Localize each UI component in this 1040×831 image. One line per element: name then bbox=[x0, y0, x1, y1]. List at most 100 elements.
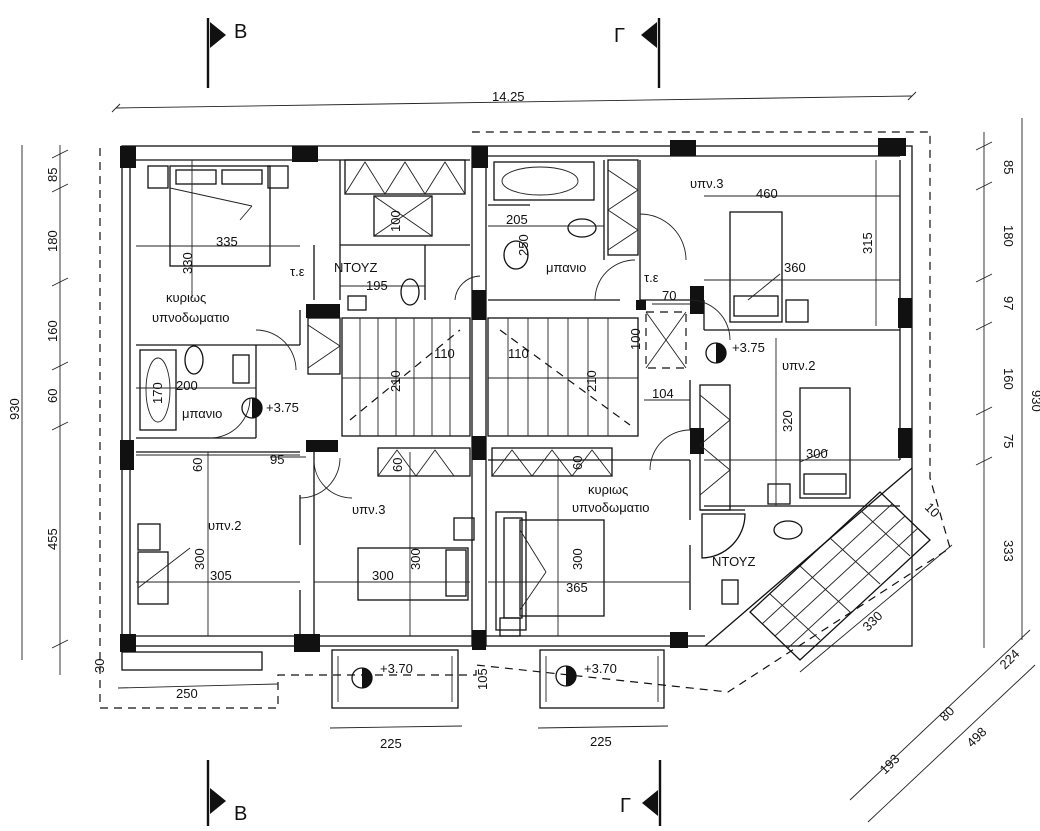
room-master-left-2: υπνοδωματιο bbox=[152, 310, 229, 325]
left-dim-85: 85 bbox=[45, 168, 60, 182]
dim-95: 95 bbox=[270, 452, 284, 467]
level-balcony-left: +3.70 bbox=[380, 661, 413, 676]
section-marker-g-bottom: Γ bbox=[620, 760, 662, 826]
left-dim-60: 60 bbox=[45, 389, 60, 403]
section-g-label-bottom: Γ bbox=[620, 795, 631, 817]
dim-300e: 300 bbox=[570, 548, 585, 570]
right-dim-85: 85 bbox=[1001, 160, 1016, 174]
dim-60c: 60 bbox=[570, 456, 585, 470]
right-total-height: 930 bbox=[1029, 390, 1040, 412]
landing-cross bbox=[645, 311, 687, 369]
diag-dim-330: 330 bbox=[860, 608, 886, 634]
room-bed2-right: υπν.2 bbox=[782, 358, 815, 373]
room-bed2-left: υπν.2 bbox=[208, 518, 241, 533]
room-bed3-right: υπν.3 bbox=[690, 176, 723, 191]
room-shower-left: ΝΤΟΥΖ bbox=[334, 260, 377, 275]
dim-110a: 110 bbox=[434, 346, 455, 361]
building-outline bbox=[99, 131, 951, 709]
right-dim-75: 75 bbox=[1001, 434, 1016, 448]
level-right: +3.75 bbox=[732, 340, 765, 355]
room-bath-right: μπανιο bbox=[546, 260, 586, 275]
dim-300a: 300 bbox=[806, 446, 828, 461]
wardrobes bbox=[307, 159, 731, 511]
overall-width-dimension: 14.25 bbox=[111, 89, 917, 113]
diag-dim-224: 224 bbox=[997, 646, 1023, 672]
dim-335: 335 bbox=[216, 234, 238, 249]
right-dim-160: 160 bbox=[1001, 368, 1016, 390]
level-markers: +3.75 +3.75 +3.70 +3.70 bbox=[241, 340, 765, 689]
dim-170: 170 bbox=[150, 382, 165, 404]
dim-460: 460 bbox=[756, 186, 778, 201]
dim-70: 70 bbox=[662, 288, 676, 303]
room-bath-left: μπανιο bbox=[182, 406, 222, 421]
right-dimension-chain: 85 180 97 160 75 333 930 bbox=[975, 118, 1040, 648]
inner-dimension-labels: 335 330 200 170 195 100 110 210 110 210 … bbox=[150, 186, 875, 595]
dim-300c: 300 bbox=[372, 568, 394, 583]
dim-105: 105 bbox=[475, 668, 490, 690]
dim-210a: 210 bbox=[388, 370, 403, 392]
dim-60a: 60 bbox=[190, 458, 205, 472]
section-b-label-bottom: B bbox=[234, 803, 247, 825]
section-marker-b-top: B bbox=[206, 18, 247, 88]
dim-305: 305 bbox=[210, 568, 232, 583]
dim-100a: 100 bbox=[388, 210, 403, 232]
left-dim-180: 180 bbox=[45, 230, 60, 252]
furniture bbox=[137, 161, 851, 637]
dim-195: 195 bbox=[366, 278, 388, 293]
diag-dim-193: 193 bbox=[877, 751, 903, 777]
inner-dimension-lines bbox=[136, 160, 900, 636]
external-steps bbox=[749, 491, 931, 661]
level-left: +3.75 bbox=[266, 400, 299, 415]
room-labels: κυριως υπνοδωματιο μπανιο ΝΤΟΥΖ τ.ε μπαν… bbox=[152, 176, 815, 569]
level-balcony-right: +3.70 bbox=[584, 661, 617, 676]
section-g-label-top: Γ bbox=[614, 25, 625, 47]
room-shower-right: ΝΤΟΥΖ bbox=[712, 554, 755, 569]
room-master-right-2: υπνοδωματιο bbox=[572, 500, 649, 515]
dim-225-left: 225 bbox=[380, 736, 402, 751]
diagonal-dimensions: 193 80 224 498 330 10 bbox=[799, 500, 1036, 823]
left-dim-30: 30 bbox=[92, 659, 107, 673]
dim-250: 250 bbox=[516, 234, 531, 256]
door-swings bbox=[209, 213, 731, 499]
interior-walls bbox=[136, 160, 900, 636]
right-dim-333: 333 bbox=[1001, 540, 1016, 562]
dim-300b: 300 bbox=[192, 548, 207, 570]
bottom-dimensions: 250 225 225 105 bbox=[117, 668, 669, 751]
overall-width-label: 14.25 bbox=[492, 89, 525, 104]
dim-300d: 300 bbox=[408, 548, 423, 570]
dim-315: 315 bbox=[860, 232, 875, 254]
balconies bbox=[121, 649, 665, 709]
dim-210b: 210 bbox=[584, 370, 599, 392]
dim-250-bottom: 250 bbox=[176, 686, 198, 701]
dim-205: 205 bbox=[506, 212, 528, 227]
dim-320: 320 bbox=[780, 410, 795, 432]
dim-365: 365 bbox=[566, 580, 588, 595]
dim-225-right: 225 bbox=[590, 734, 612, 749]
dim-330a: 330 bbox=[180, 252, 195, 274]
dim-360: 360 bbox=[784, 260, 806, 275]
dim-110b: 110 bbox=[508, 346, 529, 361]
left-dimension-chain: 930 85 180 160 60 455 30 bbox=[7, 145, 107, 675]
left-total-height: 930 bbox=[7, 398, 22, 420]
section-b-label-top: B bbox=[234, 21, 247, 43]
room-bed3-left: υπν.3 bbox=[352, 502, 385, 517]
diag-dim-10: 10 bbox=[922, 500, 943, 521]
dim-200: 200 bbox=[176, 378, 198, 393]
room-master-left-1: κυριως bbox=[166, 290, 206, 305]
staircase-left bbox=[341, 317, 471, 437]
dim-104: 104 bbox=[652, 386, 674, 401]
room-master-right-1: κυριως bbox=[588, 482, 628, 497]
right-dim-180: 180 bbox=[1001, 225, 1016, 247]
left-dim-160: 160 bbox=[45, 320, 60, 342]
section-marker-b-bottom: B bbox=[206, 760, 247, 826]
dim-60b: 60 bbox=[390, 458, 405, 472]
staircase-right bbox=[487, 317, 639, 437]
structural-columns bbox=[120, 138, 912, 652]
dim-100b: 100 bbox=[628, 328, 643, 350]
diag-dim-80: 80 bbox=[937, 703, 958, 724]
room-wc-left: τ.ε bbox=[290, 264, 305, 279]
right-dim-97: 97 bbox=[1001, 296, 1016, 310]
left-dim-455: 455 bbox=[45, 528, 60, 550]
section-marker-g-top: Γ bbox=[614, 18, 661, 88]
